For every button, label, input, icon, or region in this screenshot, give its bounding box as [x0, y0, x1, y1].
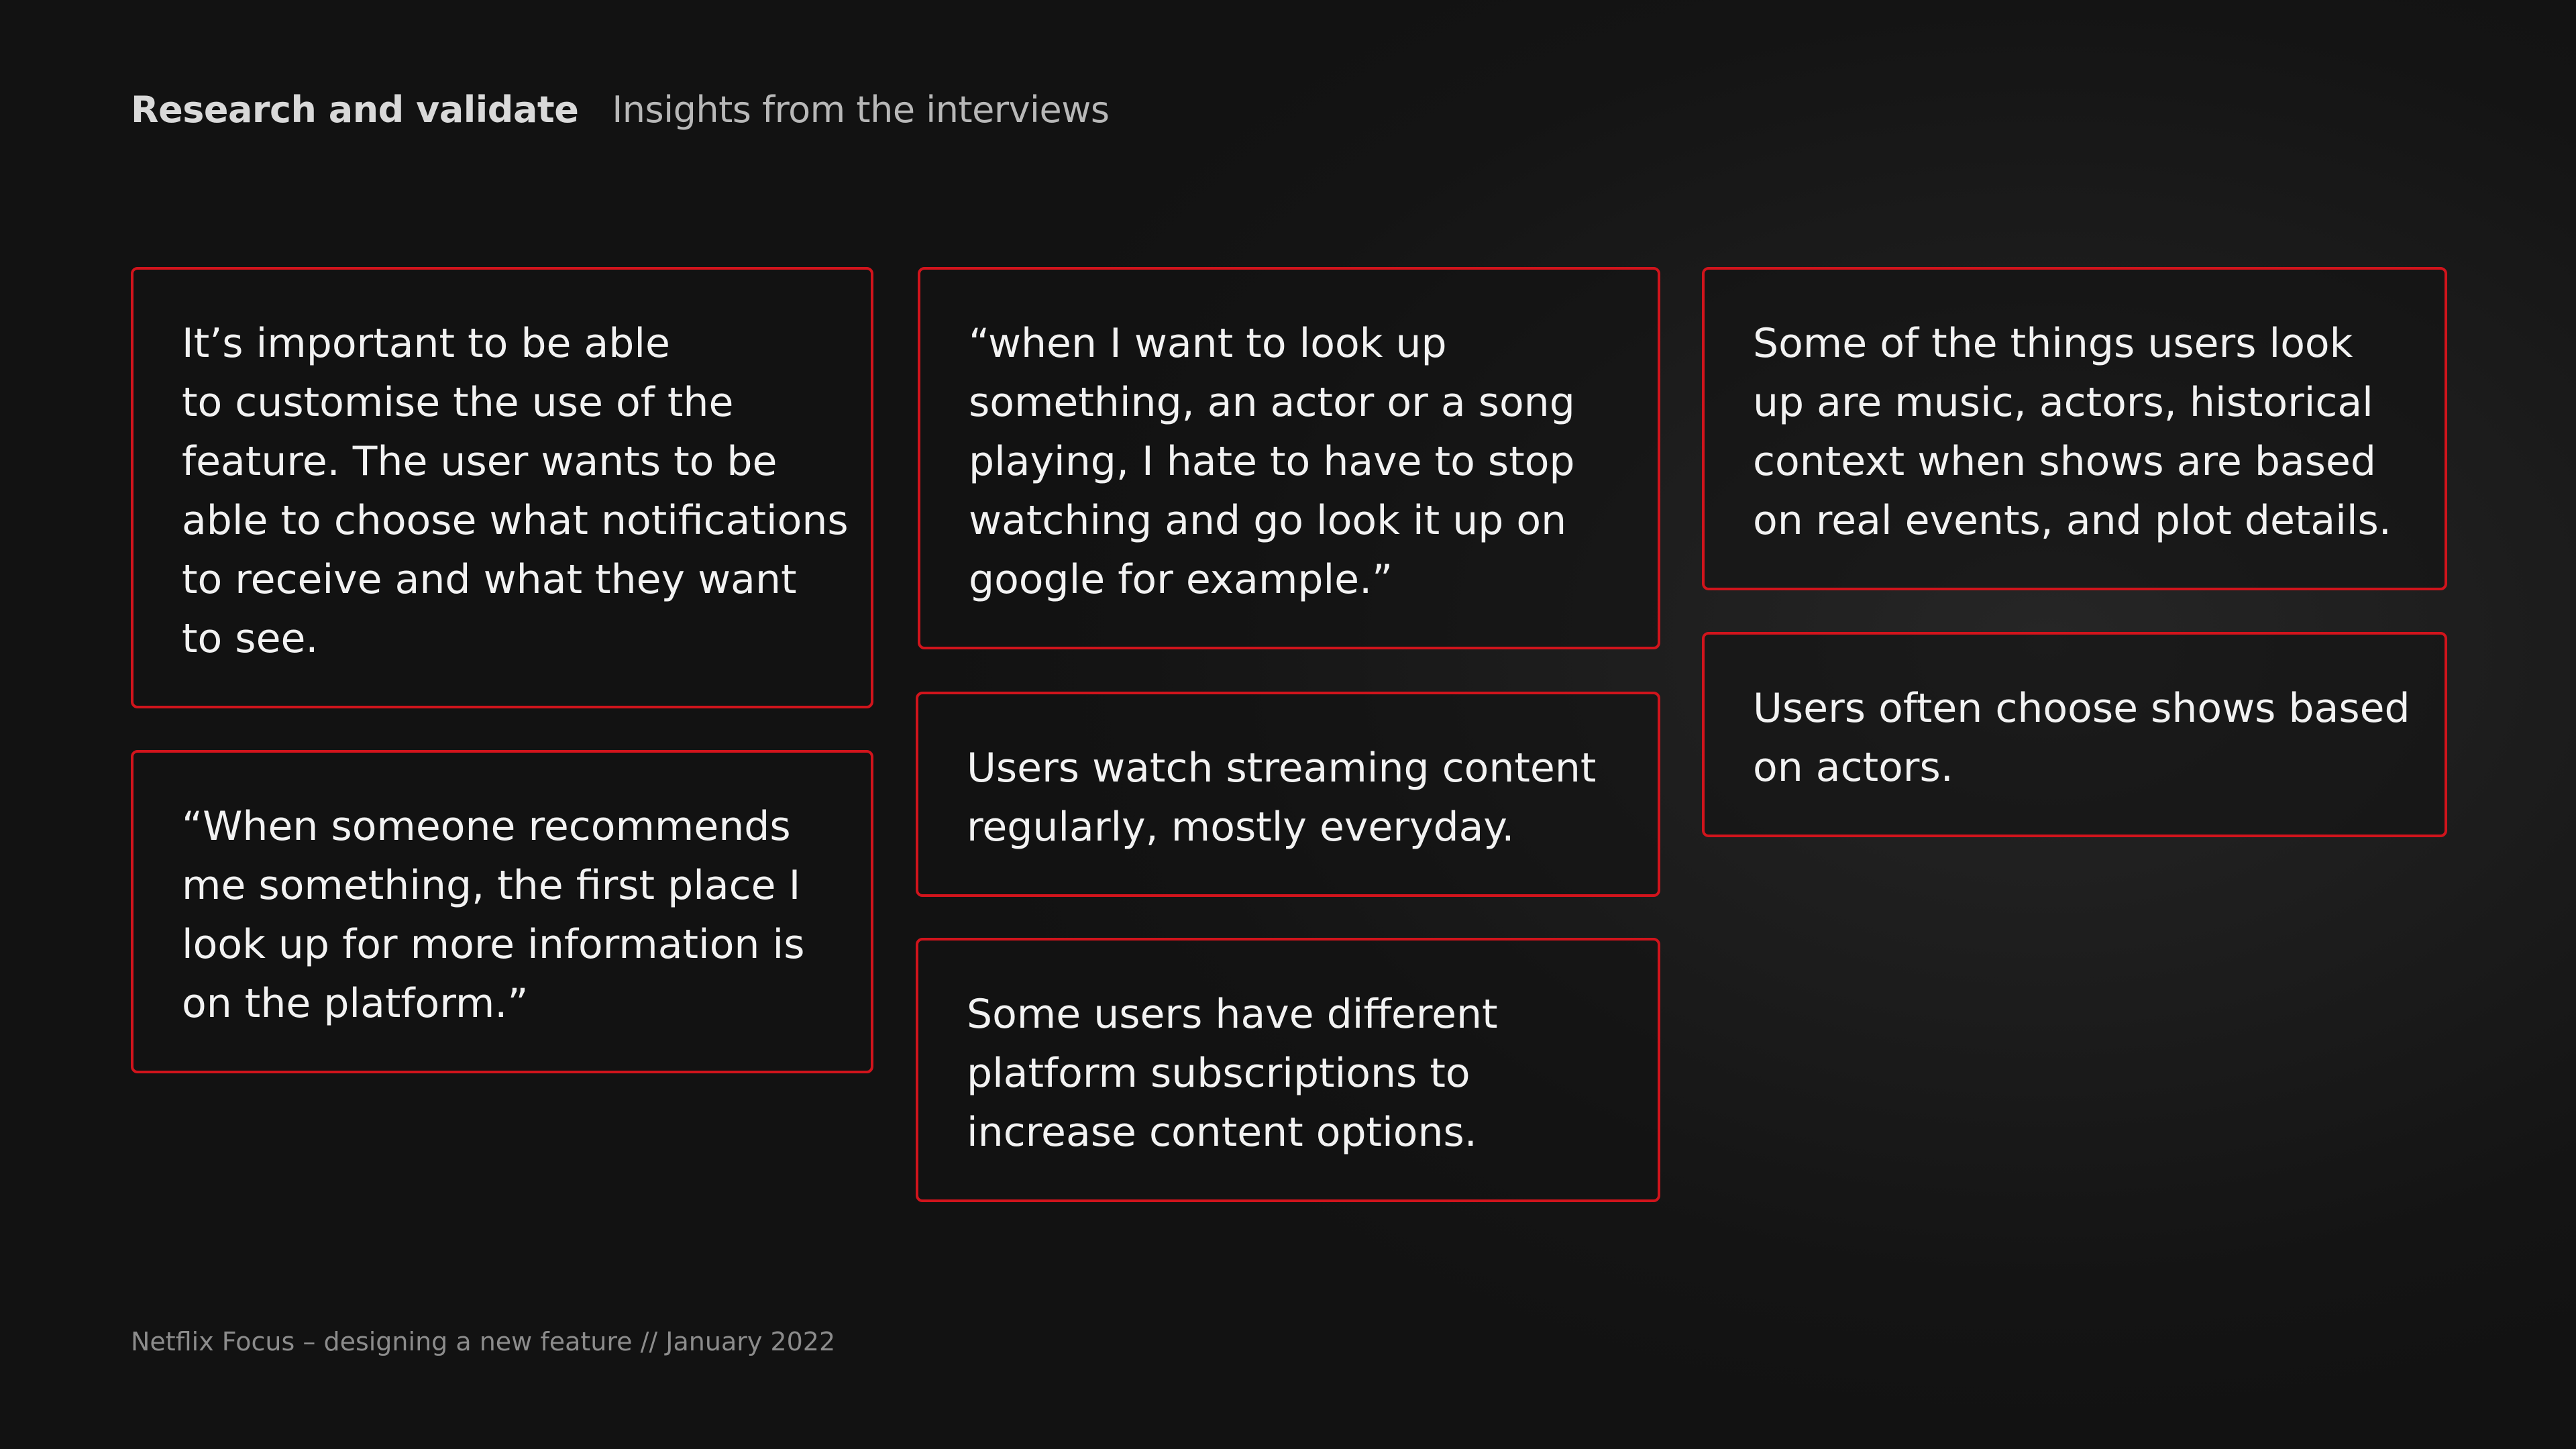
insight-card-customisation: It’s important to be able to customise t…	[131, 267, 873, 708]
card-text-line: Some of the things users look	[1753, 320, 2353, 367]
card-text-line: on the platform.”	[182, 980, 529, 1027]
insight-card-actors: Users often choose shows based on actors…	[1702, 632, 2447, 837]
card-text-line: feature. The user wants to be	[182, 438, 777, 485]
card-text-line: platform subscriptions to	[967, 1050, 1470, 1097]
card-text-line: playing, I hate to have to stop	[969, 438, 1575, 485]
card-text-line: It’s important to be able	[182, 320, 670, 367]
card-text-line: to receive and what they want	[182, 556, 797, 603]
section-title: Research and validate	[131, 89, 579, 131]
card-text-line: up are music, actors, historical	[1753, 379, 2373, 426]
slide-footer: Netflix Focus – designing a new feature …	[131, 1327, 836, 1356]
card-text-line: google for example.”	[969, 556, 1393, 603]
card-text-line: on actors.	[1753, 744, 1953, 791]
insight-card-lookup-quote: “when I want to look up something, an ac…	[918, 267, 1660, 649]
card-text-line: to see.	[182, 615, 319, 662]
card-text-line: context when shows are based	[1753, 438, 2376, 485]
card-text-line: on real events, and plot details.	[1753, 497, 2392, 544]
card-text-line: able to choose what notifications	[182, 497, 849, 544]
card-text-line: watching and go look it up on	[969, 497, 1567, 544]
card-text-line: increase content options.	[967, 1109, 1477, 1156]
slide-header: Research and validate Insights from the …	[131, 89, 1110, 137]
card-text-line: me something, the first place I	[182, 862, 801, 909]
insight-card-lookup-topics: Some of the things users look up are mus…	[1702, 267, 2447, 590]
card-text-line: regularly, mostly everyday.	[967, 804, 1515, 851]
slide-subtitle: Insights from the interviews	[612, 89, 1110, 131]
card-text-line: something, an actor or a song	[969, 379, 1575, 426]
insight-card-watch-frequency: Users watch streaming content regularly,…	[916, 692, 1660, 897]
insight-card-recommendation-quote: “When someone recommends me something, t…	[131, 750, 873, 1073]
card-text-line: Some users have different	[967, 991, 1498, 1038]
card-text-line: Users often choose shows based	[1753, 685, 2410, 732]
card-text-line: to customise the use of the	[182, 379, 734, 426]
insight-card-subscriptions: Some users have different platform subsc…	[916, 938, 1660, 1202]
card-text-line: “When someone recommends	[182, 803, 791, 850]
card-text-line: Users watch streaming content	[967, 745, 1597, 792]
card-text-line: “when I want to look up	[969, 320, 1447, 367]
card-text-line: look up for more information is	[182, 921, 805, 968]
